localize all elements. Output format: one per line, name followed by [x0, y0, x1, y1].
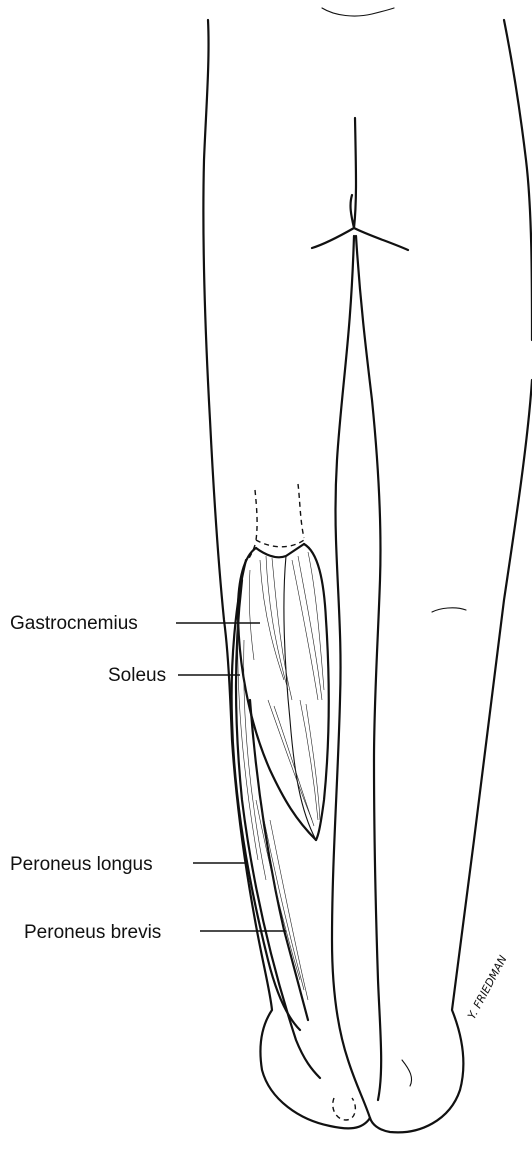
label-gastrocnemius: Gastrocnemius: [10, 613, 138, 634]
peroneus-longus-band: [236, 580, 320, 1078]
left-leg-inner-outline: [332, 236, 370, 1118]
knee-crease: [432, 608, 466, 612]
waist-line: [322, 8, 394, 16]
gastrocnemius-top: [256, 544, 304, 557]
right-leg-inner-outline: [356, 236, 381, 1100]
lateral-malleolus-dashed: [333, 1098, 356, 1120]
label-peroneus-longus: Peroneus longus: [10, 854, 153, 875]
gastrocnemius-medial-head: [304, 544, 329, 840]
muscle-fiber-hatching: [249, 552, 324, 826]
gluteal-cleft: [312, 118, 408, 250]
right-leg-outline: [370, 20, 532, 1132]
label-soleus: Soleus: [108, 665, 166, 686]
gastrocnemius-divider: [284, 556, 316, 840]
label-peroneus-brevis: Peroneus brevis: [24, 922, 161, 943]
left-leg-outline: [203, 20, 370, 1128]
artist-signature: Y. FRIEDMAN: [465, 953, 509, 1021]
peroneus-tendon-hatching: [238, 620, 308, 1000]
right-ankle-line: [402, 1060, 412, 1086]
